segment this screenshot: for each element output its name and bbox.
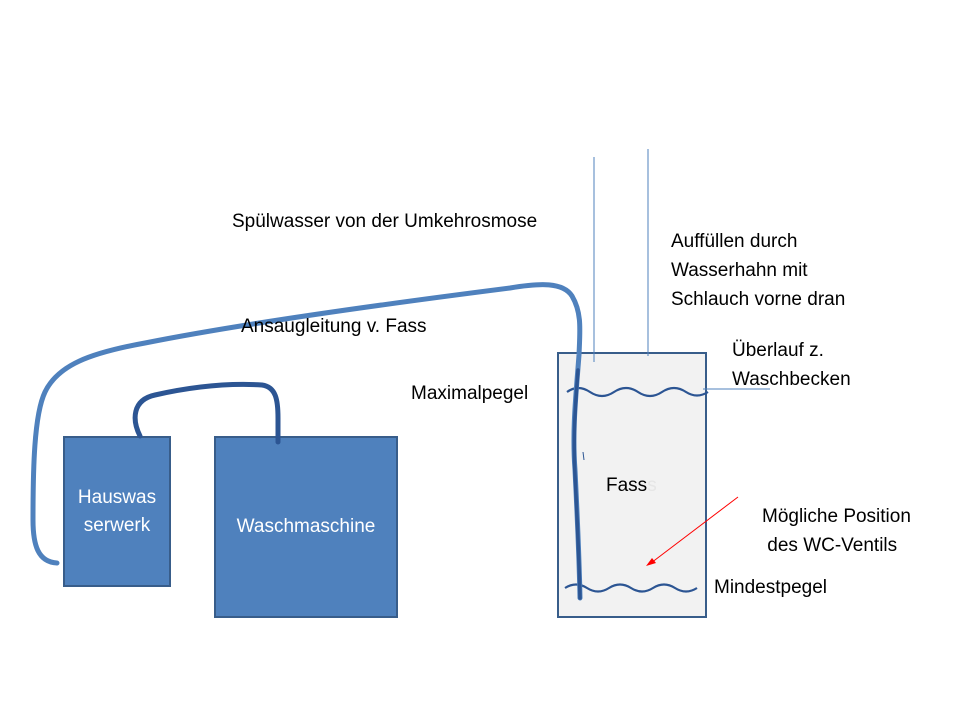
ansaugleitung-label: Ansaugleitung v. Fass: [241, 316, 427, 337]
wc-ventil-label-line-2: des WC-Ventils: [762, 535, 898, 556]
hauswasserwerk-label-line-2: serwerk: [83, 514, 151, 536]
ueberlauf-label-line-1: Überlauf z.: [732, 340, 824, 361]
fass-label: Fasss: [606, 471, 657, 500]
ueberlauf-label-line-2: Waschbecken: [732, 369, 851, 390]
hauswasserwerk-box: Hauswas serwerk: [63, 436, 171, 587]
fass-label-main: Fass: [606, 475, 648, 496]
auffuellen-label-line-2: Wasserhahn mit: [671, 260, 808, 281]
waschmaschine-label: Waschmaschine: [236, 516, 376, 537]
waschmaschine-box: Waschmaschine: [214, 436, 398, 618]
auffuellen-label-line-3: Schlauch vorne dran: [671, 289, 846, 310]
spuelwasser-label: Spülwasser von der Umkehrosmose: [232, 211, 538, 232]
waschmaschine-hose: [132, 381, 281, 445]
maximalpegel-label: Maximalpegel: [411, 383, 529, 404]
fass-label-faint: s: [647, 475, 657, 496]
mindestpegel-label: Mindestpegel: [714, 577, 828, 598]
wc-ventil-label-line-1: Mögliche Position: [762, 506, 911, 527]
hauswasserwerk-label-line-1: Hauswas: [77, 486, 157, 508]
auffuellen-label-line-1: Auffüllen durch: [671, 231, 798, 252]
hauswasserwerk-label: Hauswas serwerk: [78, 484, 156, 540]
